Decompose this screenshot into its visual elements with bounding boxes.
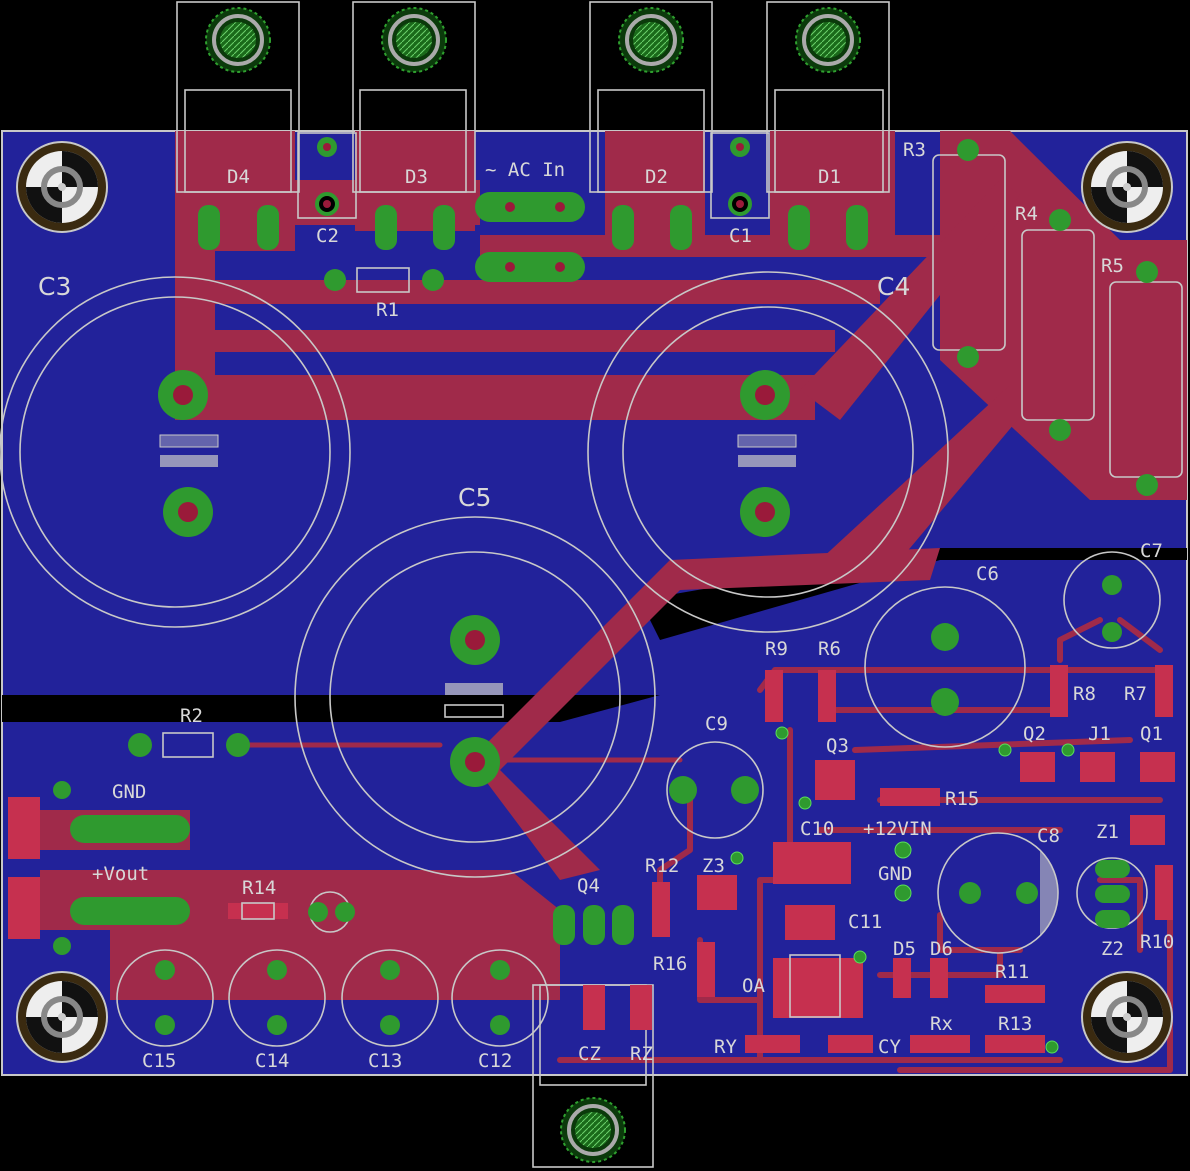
to220-d1 — [766, 1, 890, 193]
label-c4: C4 — [877, 272, 910, 301]
label-r12: R12 — [645, 855, 679, 877]
label-c2: C2 — [316, 225, 339, 247]
to220-d4 — [176, 1, 300, 193]
transistor-q4 — [532, 905, 654, 1168]
smd-components — [652, 665, 1175, 1053]
label-z1: Z1 — [1096, 821, 1119, 843]
label-q2: Q2 — [1023, 723, 1046, 745]
label-j1: J1 — [1088, 723, 1111, 745]
label-r8: R8 — [1073, 683, 1096, 705]
vias — [730, 726, 1075, 1054]
resistor-r4 — [1021, 209, 1095, 441]
label-q3: Q3 — [826, 735, 849, 757]
resistor-r3 — [932, 139, 1006, 368]
label-d2: D2 — [645, 166, 668, 188]
label-q4: Q4 — [577, 875, 600, 897]
label-rx: Rx — [930, 1013, 953, 1035]
label-c6: C6 — [976, 563, 999, 585]
cap-c1 — [710, 132, 770, 219]
label-c11: C11 — [848, 911, 882, 933]
smd-cz-rz — [583, 985, 652, 1030]
label-c5: C5 — [458, 483, 491, 512]
label-rz: RZ — [630, 1043, 653, 1065]
label-vout: +Vout — [92, 863, 149, 885]
label-oa: OA — [742, 975, 765, 997]
cap-c3 — [0, 276, 351, 628]
mounting-hole — [16, 141, 108, 233]
output-caps — [116, 949, 549, 1047]
label-d1: D1 — [818, 166, 841, 188]
resistor-r1 — [324, 267, 444, 293]
label-gnd: GND — [112, 781, 146, 803]
cap-c5 — [294, 516, 656, 878]
vout-connector — [8, 877, 190, 955]
resistor-r14 — [228, 902, 288, 920]
label-r16: R16 — [653, 953, 687, 975]
label-r3: R3 — [903, 139, 926, 161]
label-c7: C7 — [1140, 540, 1163, 562]
cap-c9 — [666, 741, 764, 839]
label-r7: R7 — [1124, 683, 1147, 705]
label-q1: Q1 — [1140, 723, 1163, 745]
cap-c15 — [116, 949, 214, 1047]
label-z2: Z2 — [1101, 938, 1124, 960]
label-ac-in: ~ AC In — [485, 159, 565, 181]
mounting-holes — [16, 141, 1173, 1063]
label-d4: D4 — [227, 166, 250, 188]
opamp-oa — [773, 954, 863, 1018]
cap-c14 — [228, 949, 326, 1047]
mounting-hole — [1081, 971, 1173, 1063]
ac-in-connector — [475, 192, 585, 282]
label-12vin: +12VIN — [863, 818, 932, 840]
to220-d3 — [352, 1, 476, 193]
label-r2: R2 — [180, 705, 203, 727]
label-d5: D5 — [893, 938, 916, 960]
label-z3: Z3 — [702, 855, 725, 877]
label-c14: C14 — [255, 1050, 289, 1072]
label-r11: R11 — [995, 961, 1029, 983]
cap-c8 — [937, 832, 1059, 954]
label-d3: D3 — [405, 166, 428, 188]
label-r4: R4 — [1015, 203, 1038, 225]
label-c13: C13 — [368, 1050, 402, 1072]
label-r9: R9 — [765, 638, 788, 660]
mounting-hole — [16, 971, 108, 1063]
label-r14: R14 — [242, 877, 276, 899]
label-r1: R1 — [376, 299, 399, 321]
cap-c4 — [587, 271, 949, 633]
label-c10: C10 — [800, 818, 834, 840]
label-c15: C15 — [142, 1050, 176, 1072]
label-r15: R15 — [945, 788, 979, 810]
label-cy: CY — [878, 1036, 901, 1058]
cap-c12 — [451, 949, 549, 1047]
diode-packages — [176, 1, 890, 250]
label-r10: R10 — [1140, 931, 1174, 953]
cap-c6 — [864, 586, 1026, 748]
silk-labels: D4 D3 D2 D1 ~ AC In C2 C1 R1 C3 C4 C5 R3… — [38, 139, 1174, 1072]
label-r6: R6 — [818, 638, 841, 660]
label-ry: RY — [714, 1036, 737, 1058]
cap-c2 — [297, 132, 357, 219]
label-gnd2: GND — [878, 863, 912, 885]
label-cz: CZ — [578, 1043, 601, 1065]
resistor-r5 — [1109, 261, 1183, 496]
mounting-hole — [1081, 141, 1173, 233]
gnd-connector — [8, 781, 190, 859]
label-r5: R5 — [1101, 255, 1124, 277]
resistor-r2 — [128, 732, 250, 758]
label-d6: D6 — [930, 938, 953, 960]
cap-c7 — [1063, 551, 1161, 649]
label-c1: C1 — [729, 225, 752, 247]
cap-c13 — [341, 949, 439, 1047]
zener-z2 — [1076, 857, 1148, 929]
to220-d2 — [589, 1, 713, 193]
label-r13: R13 — [998, 1013, 1032, 1035]
label-c12: C12 — [478, 1050, 512, 1072]
label-c3: C3 — [38, 272, 71, 301]
label-c9: C9 — [705, 713, 728, 735]
diode-pads — [198, 205, 868, 250]
led — [308, 891, 355, 933]
label-c8: C8 — [1037, 825, 1060, 847]
